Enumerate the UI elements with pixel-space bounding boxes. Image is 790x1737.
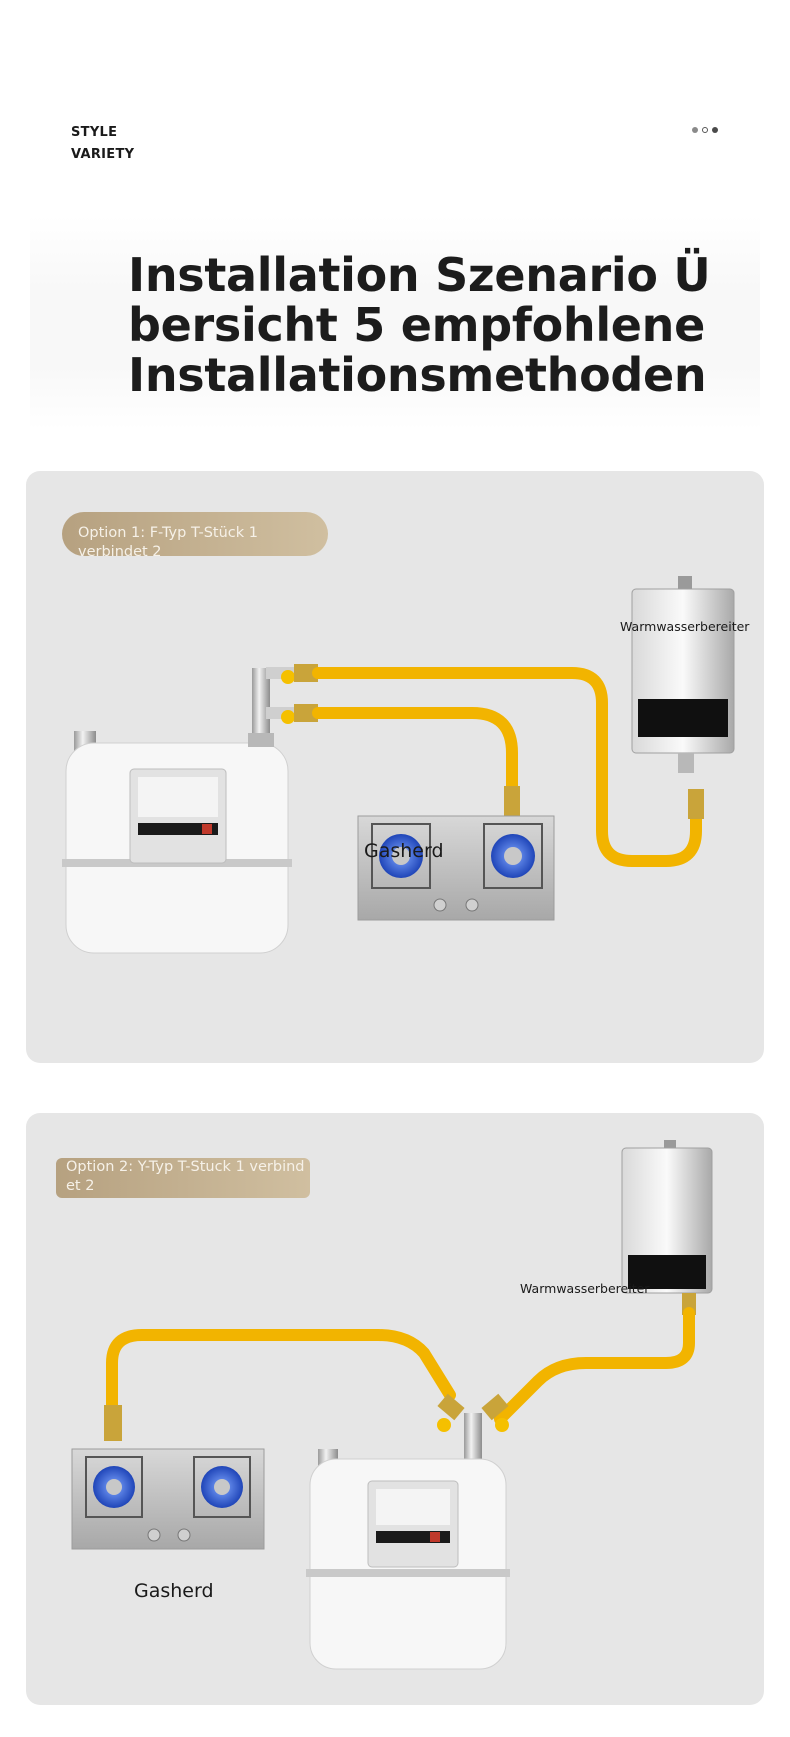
gas-stove-icon: [71, 1448, 265, 1550]
option-1-badge: Option 1: F-Typ T-Stück 1 verbindet 2: [62, 512, 328, 560]
water-heater-icon: [631, 576, 735, 773]
tee-fitting-icon: [248, 664, 318, 747]
brand: STYLE VARIETY: [71, 122, 134, 166]
option-2-heater-label: Warmwasserbereiter: [520, 1281, 650, 1296]
water-heater-icon: [621, 1140, 713, 1315]
gas-stove-icon: [357, 815, 555, 921]
option-2-stove-label: Gasherd: [134, 1580, 214, 1602]
option-2-panel: Option 2: Y-Typ T-Stuck 1 verbindet 2: [26, 1113, 764, 1705]
option-2-badge: Option 2: Y-Typ T-Stuck 1 verbindet 2: [56, 1158, 310, 1198]
y-fitting-icon: [437, 1393, 509, 1463]
option-1-illustration: [62, 576, 735, 954]
gas-meter-icon: [62, 731, 292, 954]
option-2-illustration: [71, 1140, 713, 1670]
option-1-stove-label: Gasherd: [364, 840, 444, 862]
page-title: Installation Szenario Übersicht 5 empfoh…: [128, 248, 711, 402]
more-dots-icon[interactable]: [692, 127, 722, 137]
brand-line-2: VARIETY: [71, 147, 135, 162]
option-1-heater-label: Warmwasserbereiter: [620, 619, 750, 634]
gas-meter-icon: [306, 1449, 510, 1670]
title-band: [30, 215, 760, 430]
brand-line-1: STYLE: [71, 125, 118, 140]
option-1-panel: Option 1: F-Typ T-Stück 1 verbindet 2: [26, 471, 764, 1063]
